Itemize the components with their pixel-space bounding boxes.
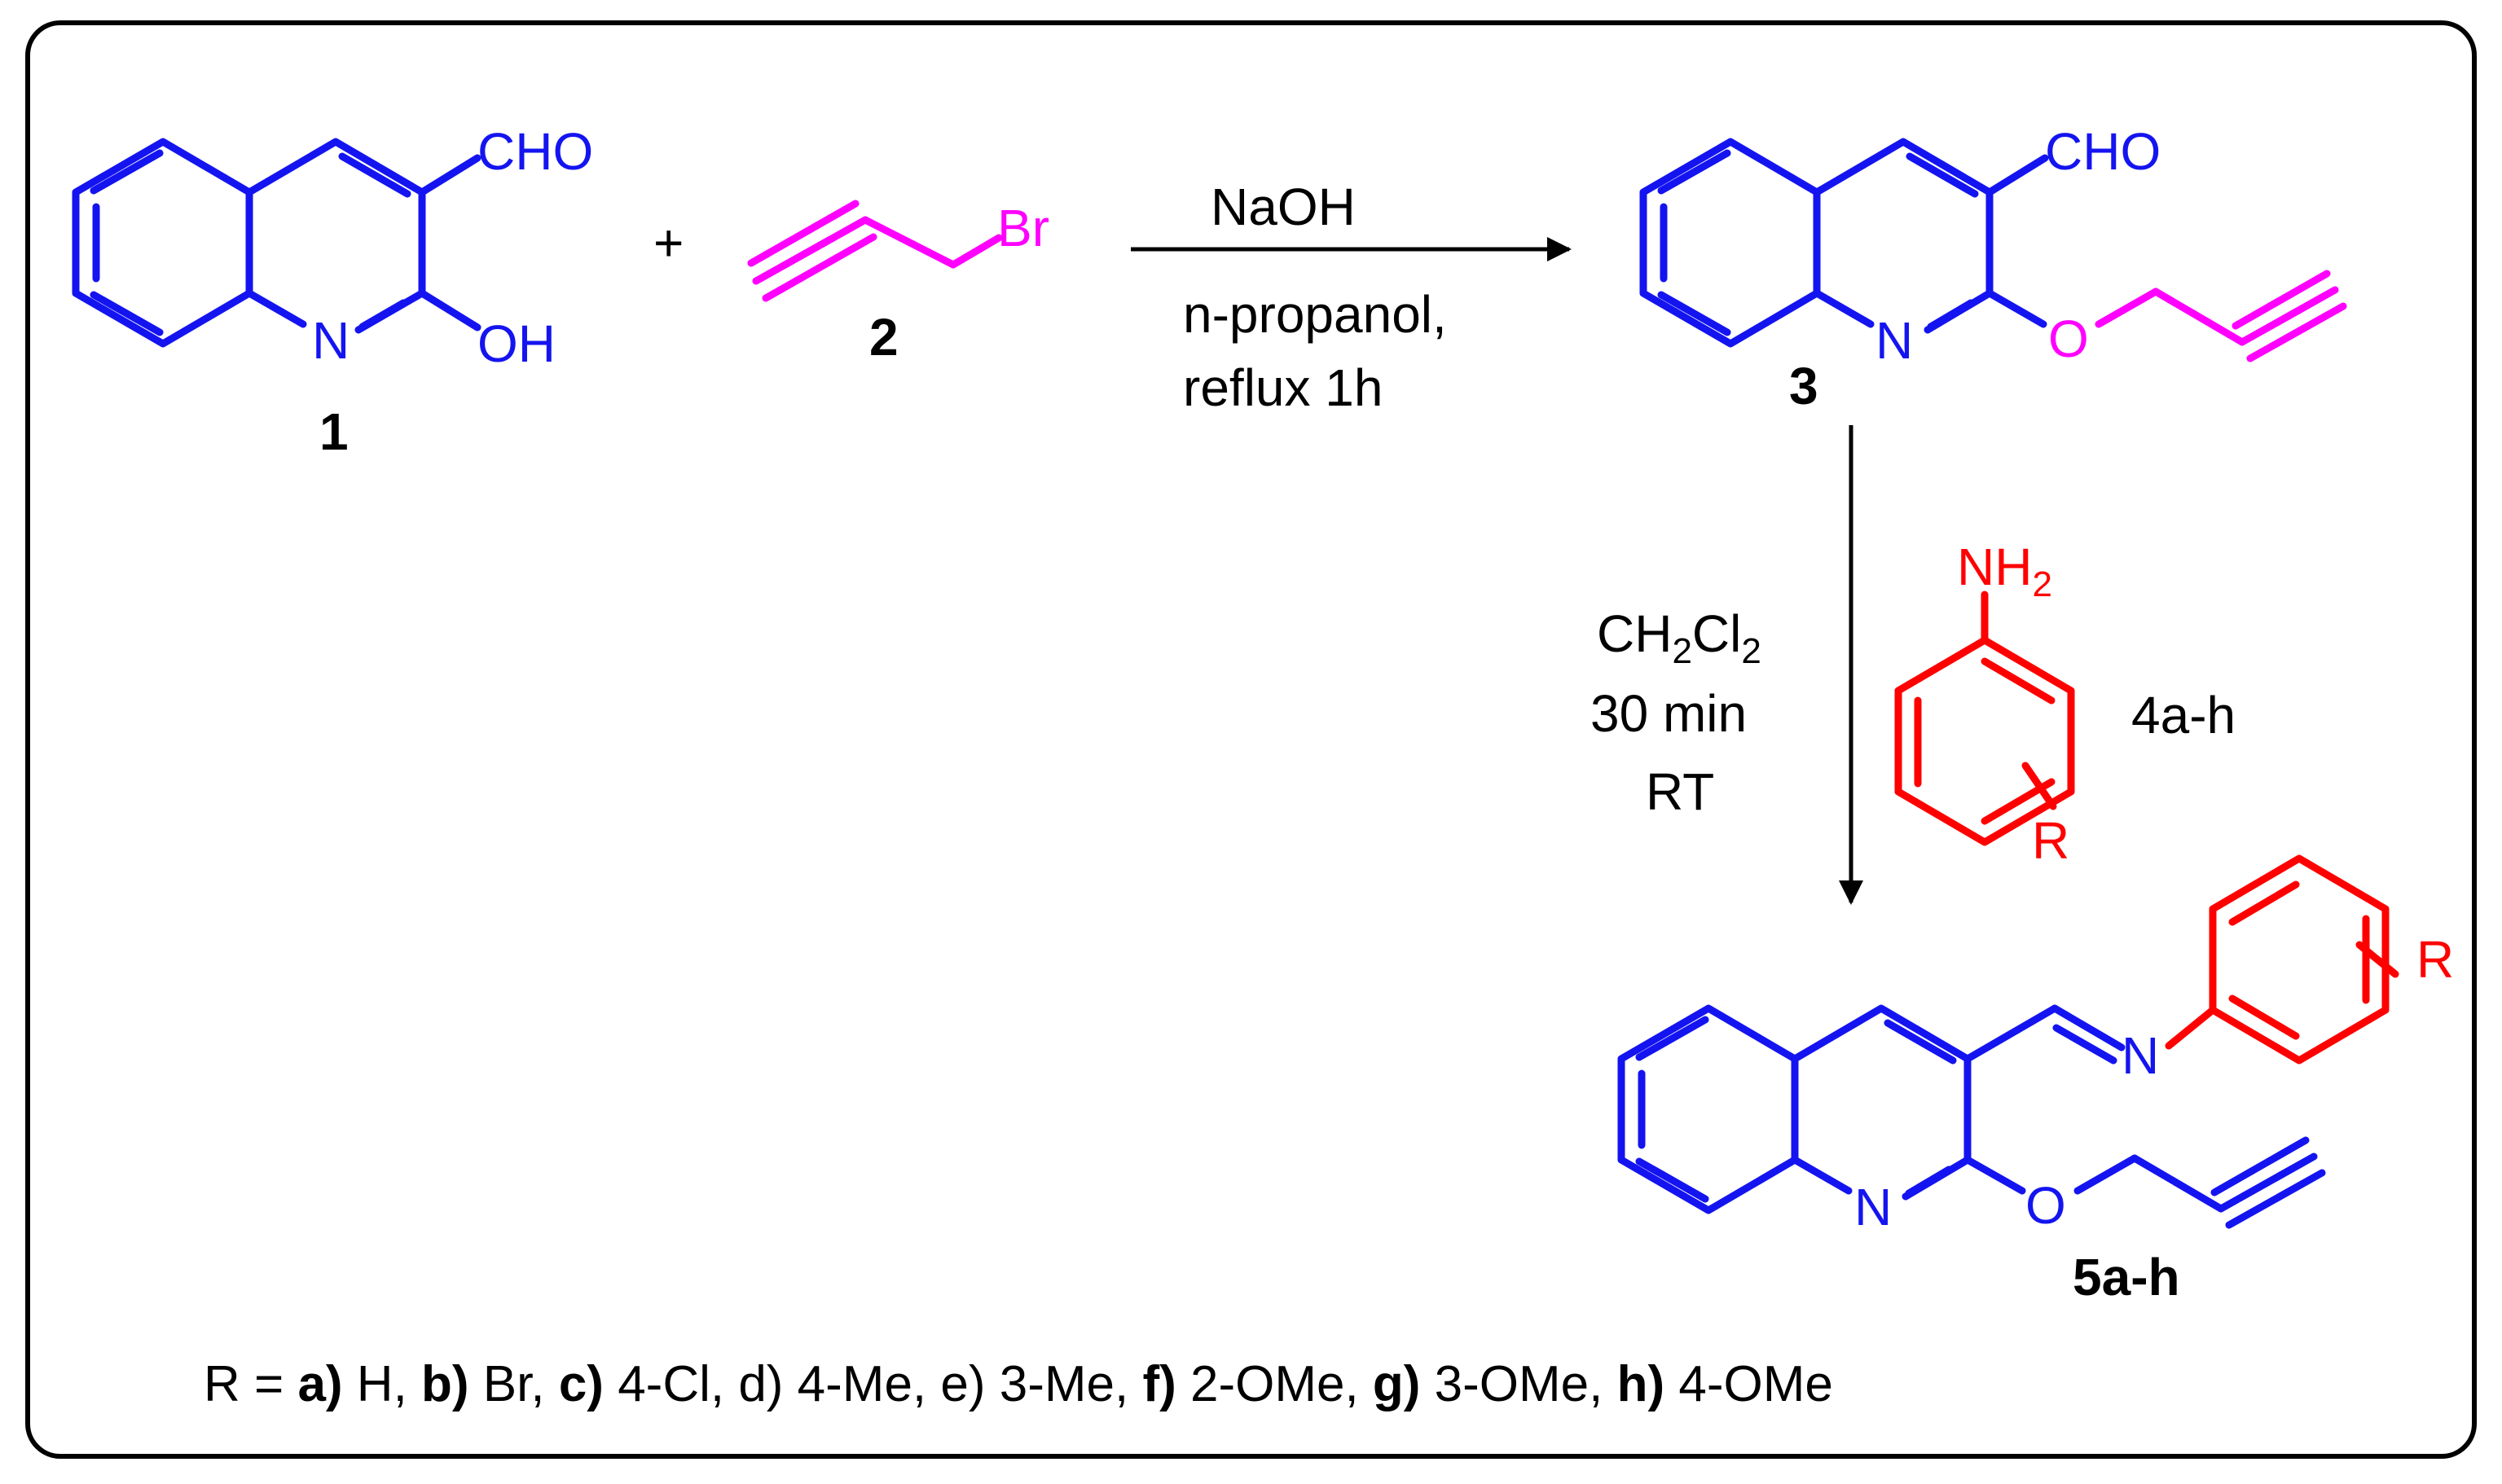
compound-1-structure xyxy=(72,138,481,348)
compound-3-n: N xyxy=(1875,311,1913,370)
substituent-legend: R = a) H, b) Br, c) 4-Cl, d) 4-Me, e) 3-… xyxy=(204,1356,1833,1412)
compound-1-number: 1 xyxy=(319,402,349,461)
step-1-reagent: NaOH xyxy=(1211,178,1356,236)
compound-5-n-imine: N xyxy=(2122,1026,2159,1085)
scheme-frame xyxy=(25,20,2477,1459)
step-1-solvent: n-propanol, xyxy=(1183,285,1447,344)
compound-2-br: Br xyxy=(997,199,1049,257)
step-2-solvent: CH2Cl2 xyxy=(1597,604,1761,671)
compound-5-number: 5a-h xyxy=(2073,1248,2180,1306)
compound-1-n: N xyxy=(312,311,350,370)
compound-2-structure xyxy=(747,200,1003,302)
compound-5-aryl-ring xyxy=(2209,854,2399,1065)
compound-3-cho: CHO xyxy=(2045,122,2161,181)
compound-3-o: O xyxy=(2048,310,2089,368)
plus-sign: + xyxy=(653,213,684,272)
step-2-temp: RT xyxy=(1646,762,1714,821)
compound-3-structure xyxy=(1639,138,2049,348)
compound-3-propargyl xyxy=(2095,270,2347,362)
compound-4-nh2: NH2 xyxy=(1957,538,2052,604)
compound-4-structure xyxy=(1894,591,2075,846)
compound-3-number: 3 xyxy=(1789,357,1818,415)
compound-4-number: 4a-h xyxy=(2131,686,2236,744)
compound-5-r: R xyxy=(2416,930,2454,989)
compound-4-r: R xyxy=(2032,811,2069,870)
step-2-time: 30 min xyxy=(1590,684,1747,743)
compound-5-o: O xyxy=(2025,1176,2066,1235)
step-1-conditions: reflux 1h xyxy=(1183,358,1383,417)
compound-5-quinoline xyxy=(1617,1004,2326,1229)
compound-5-n-ring: N xyxy=(1854,1178,1892,1236)
compound-2-number: 2 xyxy=(869,308,899,367)
compound-1-cho: CHO xyxy=(477,122,593,181)
compound-1-oh: OH xyxy=(477,314,556,373)
